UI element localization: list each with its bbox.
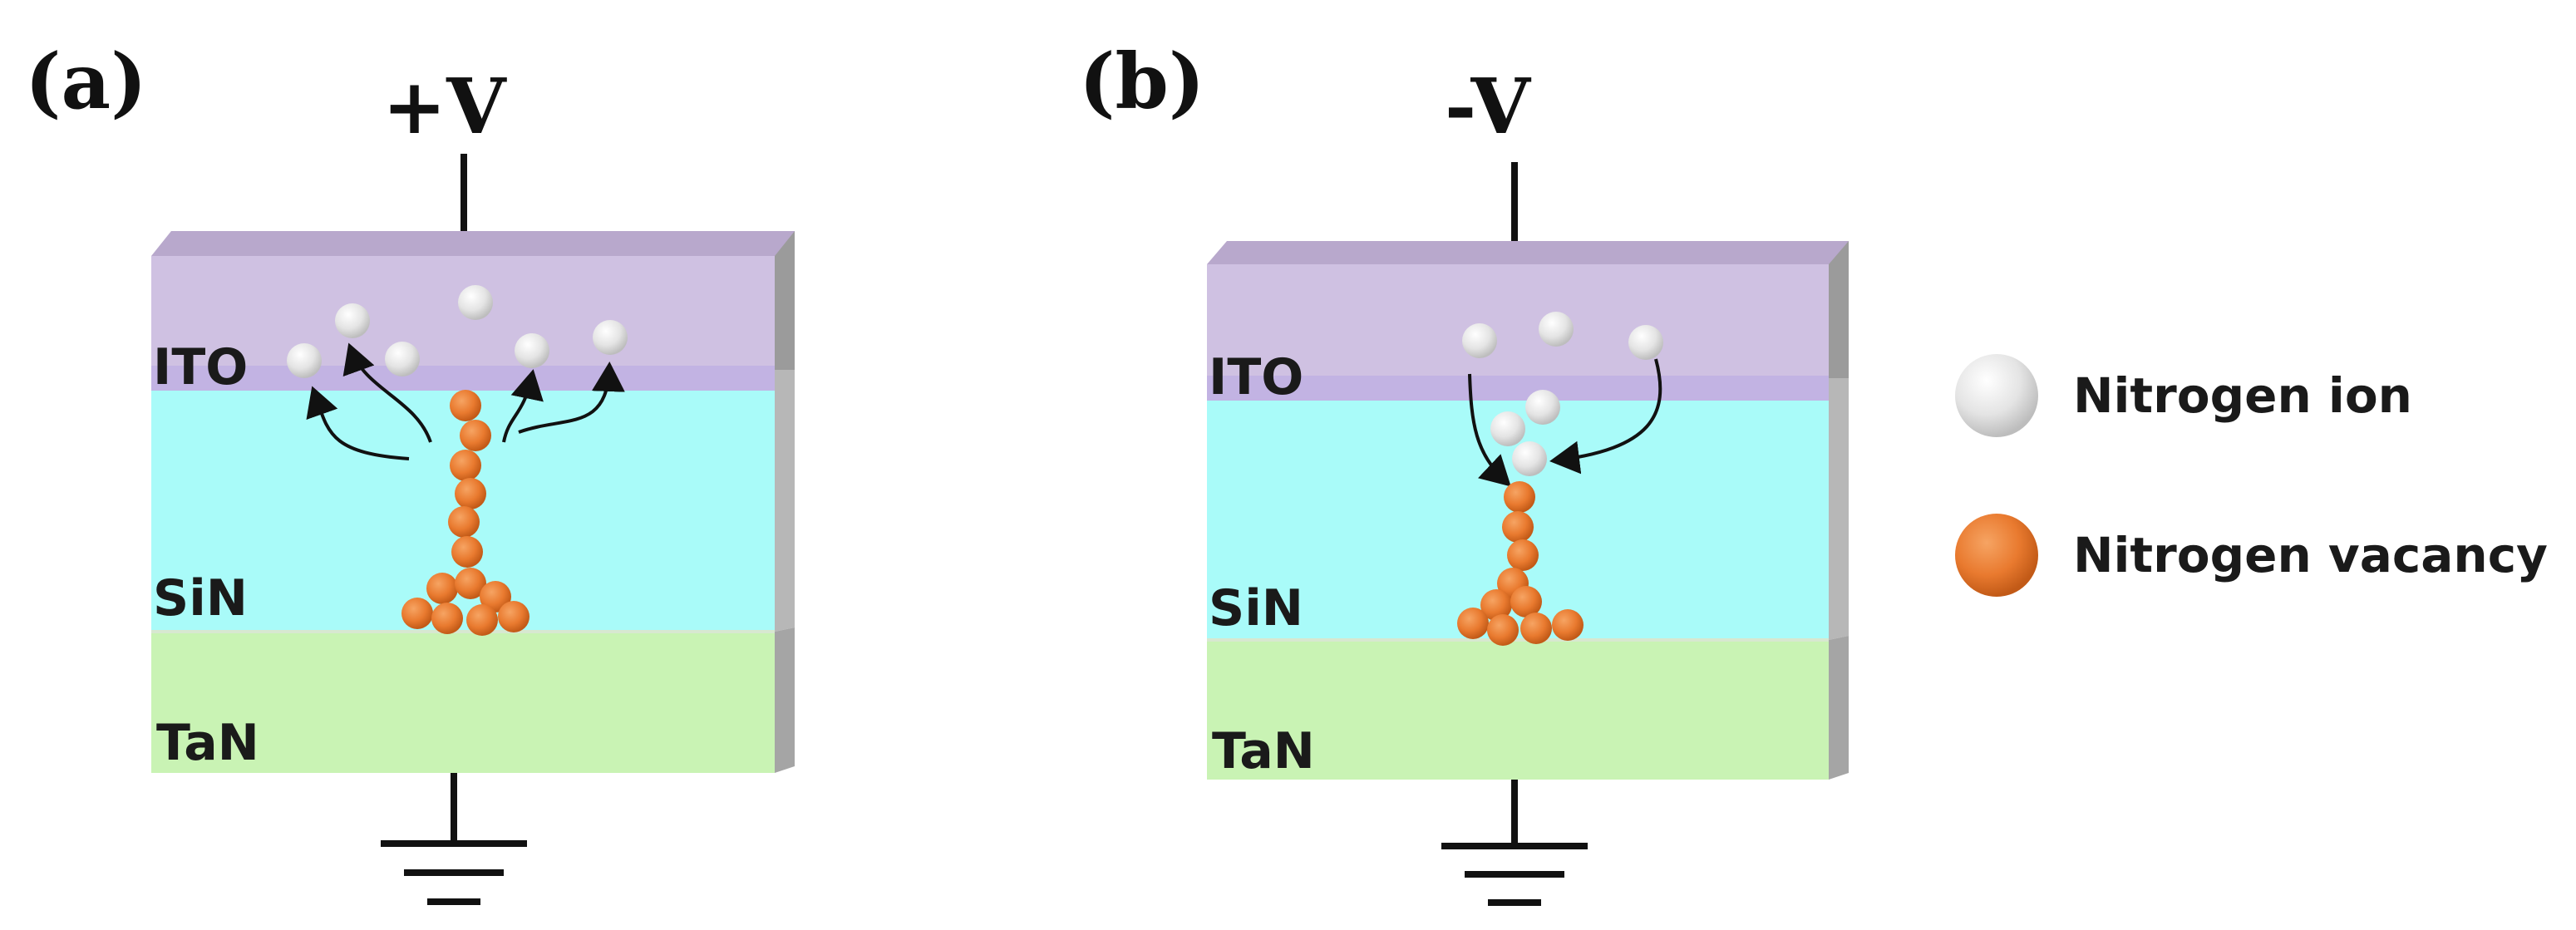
- ito-label: ITO: [153, 338, 248, 396]
- ito-top-face: [1207, 241, 1849, 264]
- sin-side-face: [775, 370, 795, 632]
- ito-side-face: [1829, 241, 1849, 378]
- tan-side-face: [1829, 636, 1849, 780]
- panel-a-voltage-label: +V: [382, 62, 507, 151]
- ion-migration-arrows: [306, 342, 625, 460]
- nitrogen-ions: [1462, 312, 1663, 476]
- ito-interface: [151, 366, 775, 391]
- legend: Nitrogen ion Nitrogen vacancy: [1955, 354, 2548, 597]
- ito-label: ITO: [1209, 348, 1303, 406]
- ground-symbol: [1441, 780, 1588, 906]
- panel-a-label: (a): [25, 37, 147, 126]
- tan-side-face: [775, 627, 795, 773]
- nitrogen-vacancy-icon: [1955, 514, 2038, 597]
- legend-label-vacancy: Nitrogen vacancy: [2073, 527, 2548, 583]
- ito-layer: [1207, 264, 1829, 381]
- panel-b-voltage-label: -V: [1445, 62, 1531, 151]
- nitrogen-vacancy-filament: [1457, 481, 1584, 646]
- legend-label-ion: Nitrogen ion: [2073, 367, 2412, 424]
- ito-top-face: [151, 231, 795, 256]
- sin-label: SiN: [1209, 579, 1303, 637]
- tan-layer: [1207, 640, 1829, 780]
- ito-interface: [1207, 376, 1829, 401]
- ito-side-face: [775, 231, 795, 370]
- panel-a: (a) +V ITO SiN TaN: [25, 37, 795, 905]
- tan-label: TaN: [1212, 722, 1315, 780]
- sin-side-face: [1829, 378, 1849, 640]
- tan-layer: [151, 632, 775, 773]
- sin-label: SiN: [153, 569, 248, 627]
- nitrogen-ion-icon: [1955, 354, 2038, 437]
- nitrogen-ions: [287, 285, 628, 378]
- ion-migration-arrows: [1468, 358, 1662, 487]
- panel-b: (b) -V ITO SiN TaN: [1079, 37, 1849, 906]
- panel-b-label: (b): [1079, 37, 1204, 126]
- tan-label: TaN: [156, 714, 259, 772]
- nitrogen-vacancy-filament: [401, 390, 529, 636]
- ground-symbol: [381, 773, 527, 905]
